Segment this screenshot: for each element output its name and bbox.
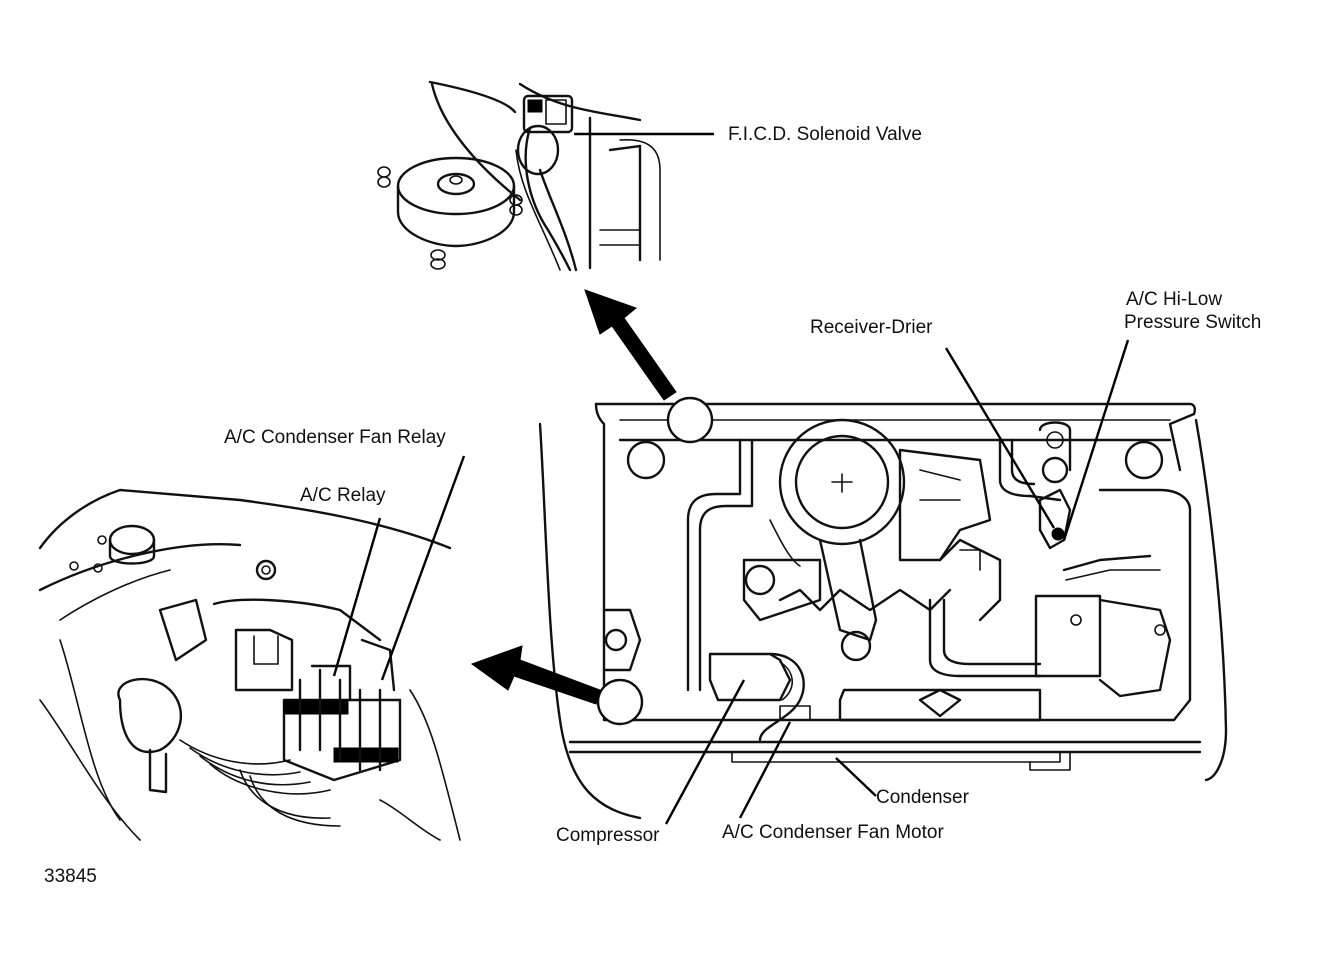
leader-receiver-drier [944,347,1056,529]
location-markers [470,289,714,726]
ficd-detail-view [377,80,661,272]
label-condenser: Condenser [876,787,969,808]
leader-fan-motor [738,721,792,819]
label-compressor: Compressor [556,825,660,846]
relay-location-marker [596,678,644,726]
label-ac-relay: A/C Relay [300,485,386,506]
leader-ac-relay [332,517,382,677]
relay-detail-view [38,488,461,841]
leader-condenser-fan-relay [380,455,466,681]
leader-lines [332,132,1130,825]
ficd-location-marker [666,396,714,444]
label-condenser-fan-motor: A/C Condenser Fan Motor [722,822,944,843]
label-pressure-switch-line1: A/C Hi-Low [1126,289,1223,310]
arrow-to-relay-detail [470,645,601,705]
main-overview-view [538,402,1228,820]
leader-pressure-switch [1062,339,1130,541]
label-pressure-switch-line2: Pressure Switch [1124,312,1262,333]
figure-number: 33845 [44,866,97,887]
leader-compressor [664,679,746,825]
label-receiver-drier: Receiver-Drier [810,317,933,338]
label-ficd-solenoid-valve: F.I.C.D. Solenoid Valve [728,124,922,145]
arrow-to-ficd-detail [584,289,677,401]
label-condenser-fan-relay: A/C Condenser Fan Relay [224,427,446,448]
leader-condenser [835,757,877,797]
